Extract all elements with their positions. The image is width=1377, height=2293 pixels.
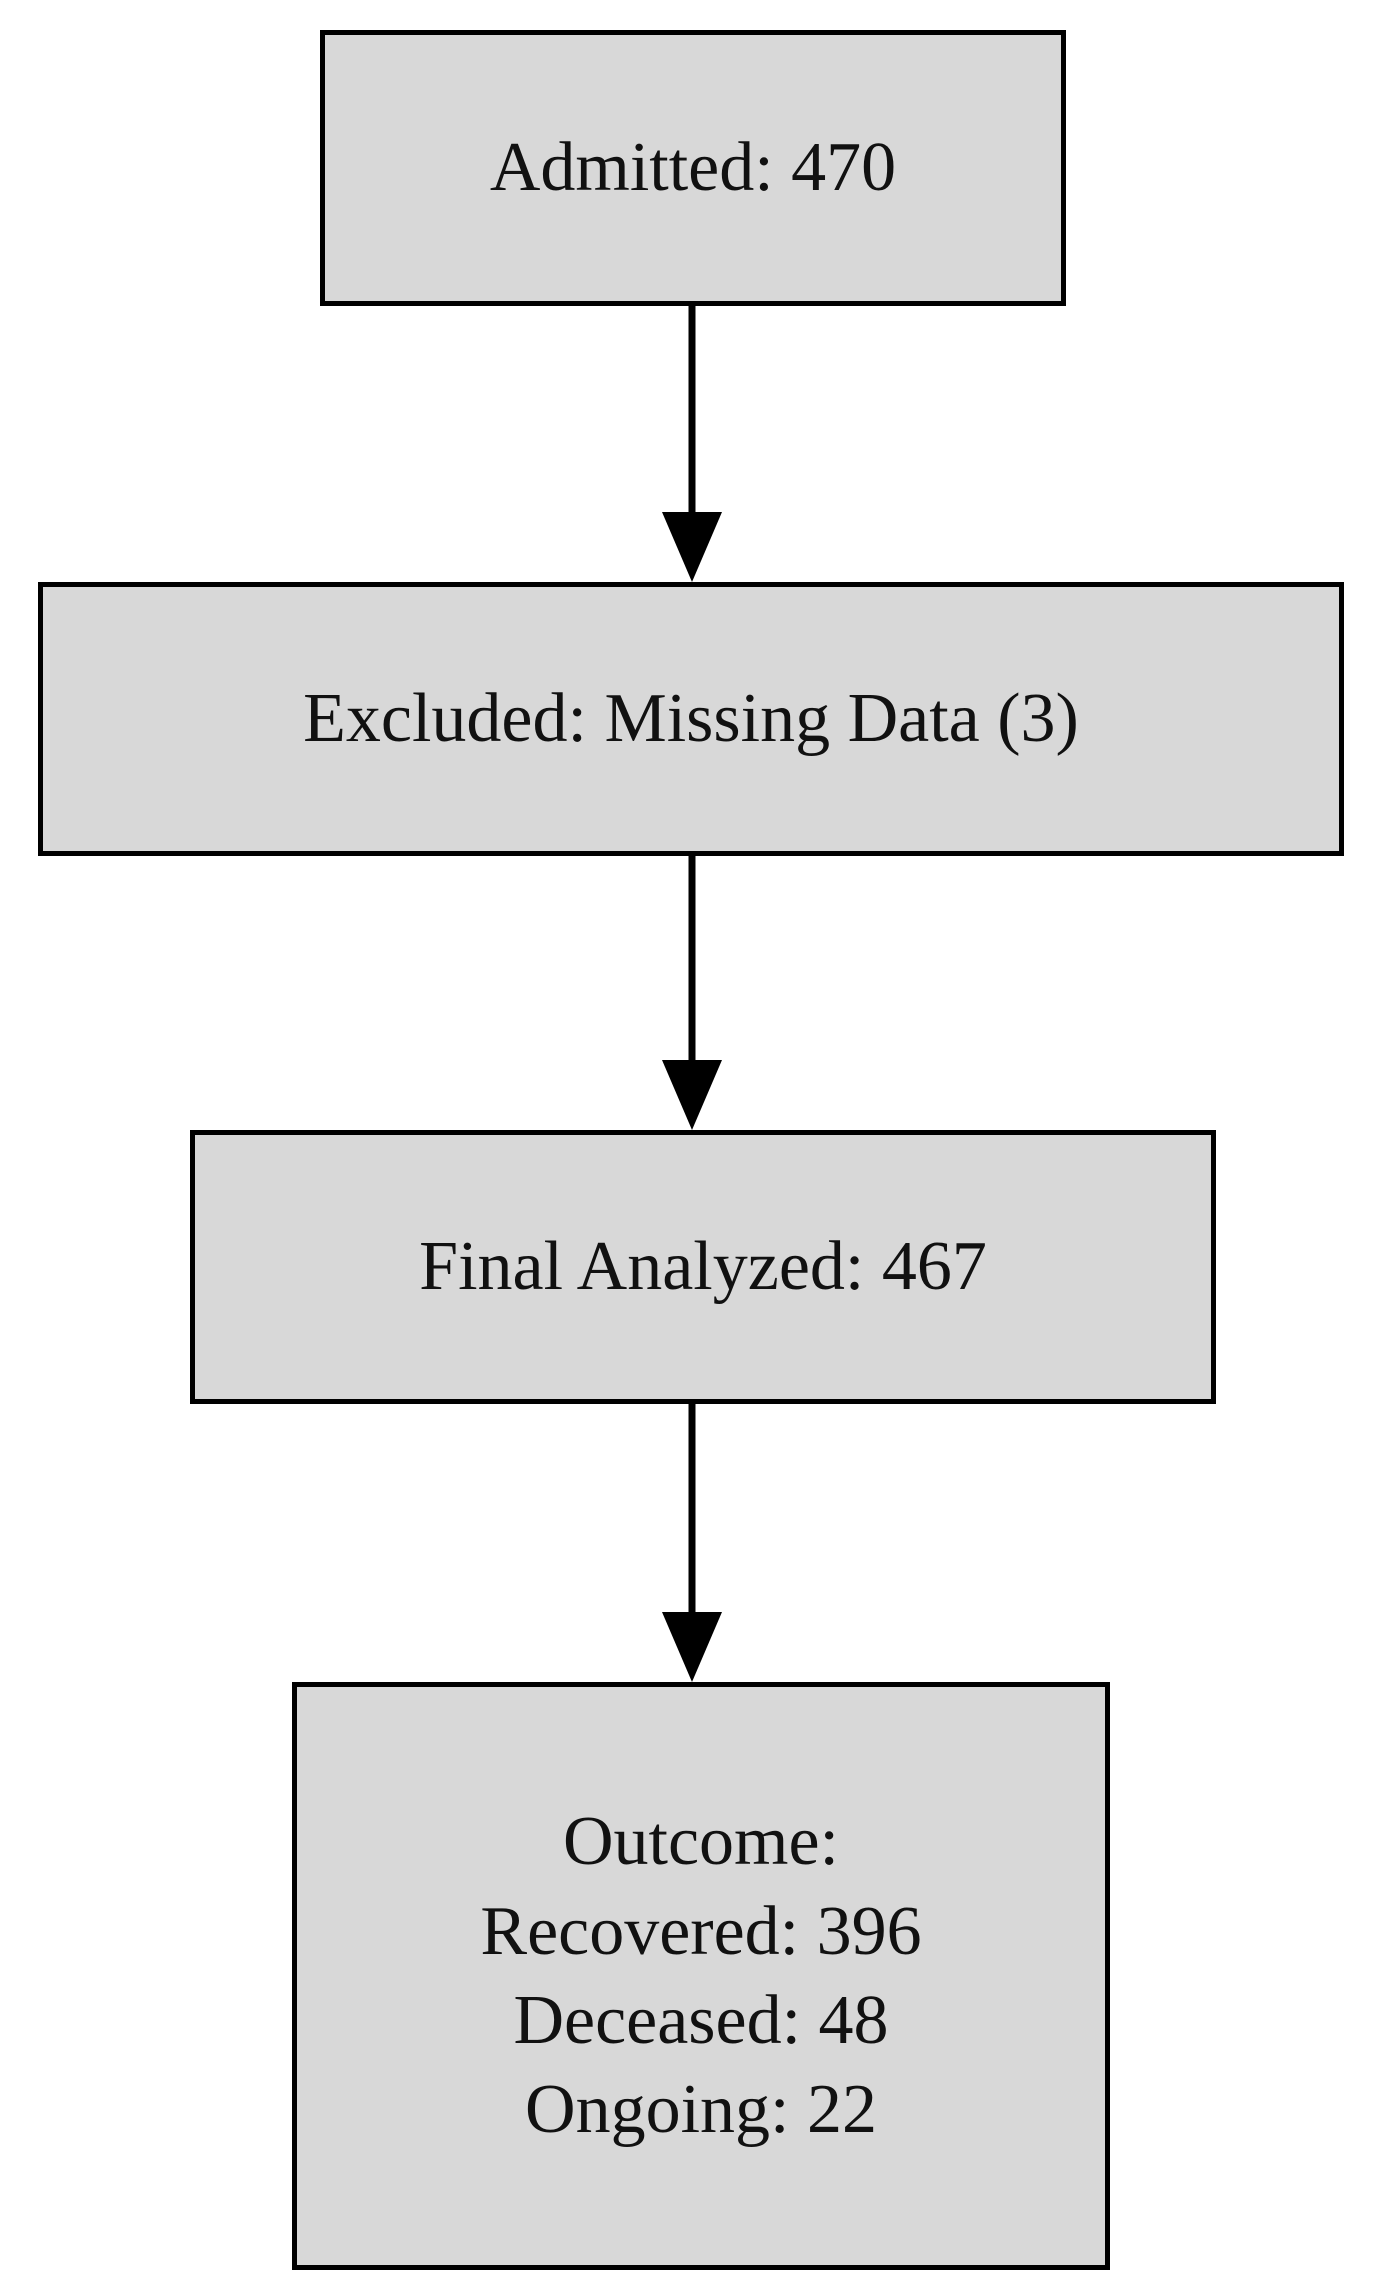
- node-outcome-line-ongoing: Ongoing: 22: [525, 2071, 877, 2149]
- node-final-analyzed-label: Final Analyzed: 467: [419, 1228, 987, 1306]
- node-outcome-line-deceased: Deceased: 48: [513, 1982, 889, 2059]
- edge-excluded-to-final: [662, 856, 722, 1130]
- node-outcome-line-recovered: Recovered: 396: [480, 1892, 922, 1970]
- node-final-analyzed: Final Analyzed: 467: [190, 1130, 1216, 1404]
- node-excluded-label: Excluded: Missing Data (3): [303, 680, 1079, 758]
- node-admitted: Admitted: 470: [320, 30, 1066, 306]
- node-admitted-label: Admitted: 470: [489, 129, 897, 207]
- edge-final-to-outcome: [662, 1404, 722, 1682]
- node-excluded: Excluded: Missing Data (3): [38, 582, 1344, 856]
- edge-admitted-to-excluded: [662, 306, 722, 582]
- node-outcome: Outcome: Recovered: 396 Deceased: 48 Ong…: [292, 1682, 1110, 2270]
- node-outcome-line-title: Outcome:: [562, 1803, 840, 1881]
